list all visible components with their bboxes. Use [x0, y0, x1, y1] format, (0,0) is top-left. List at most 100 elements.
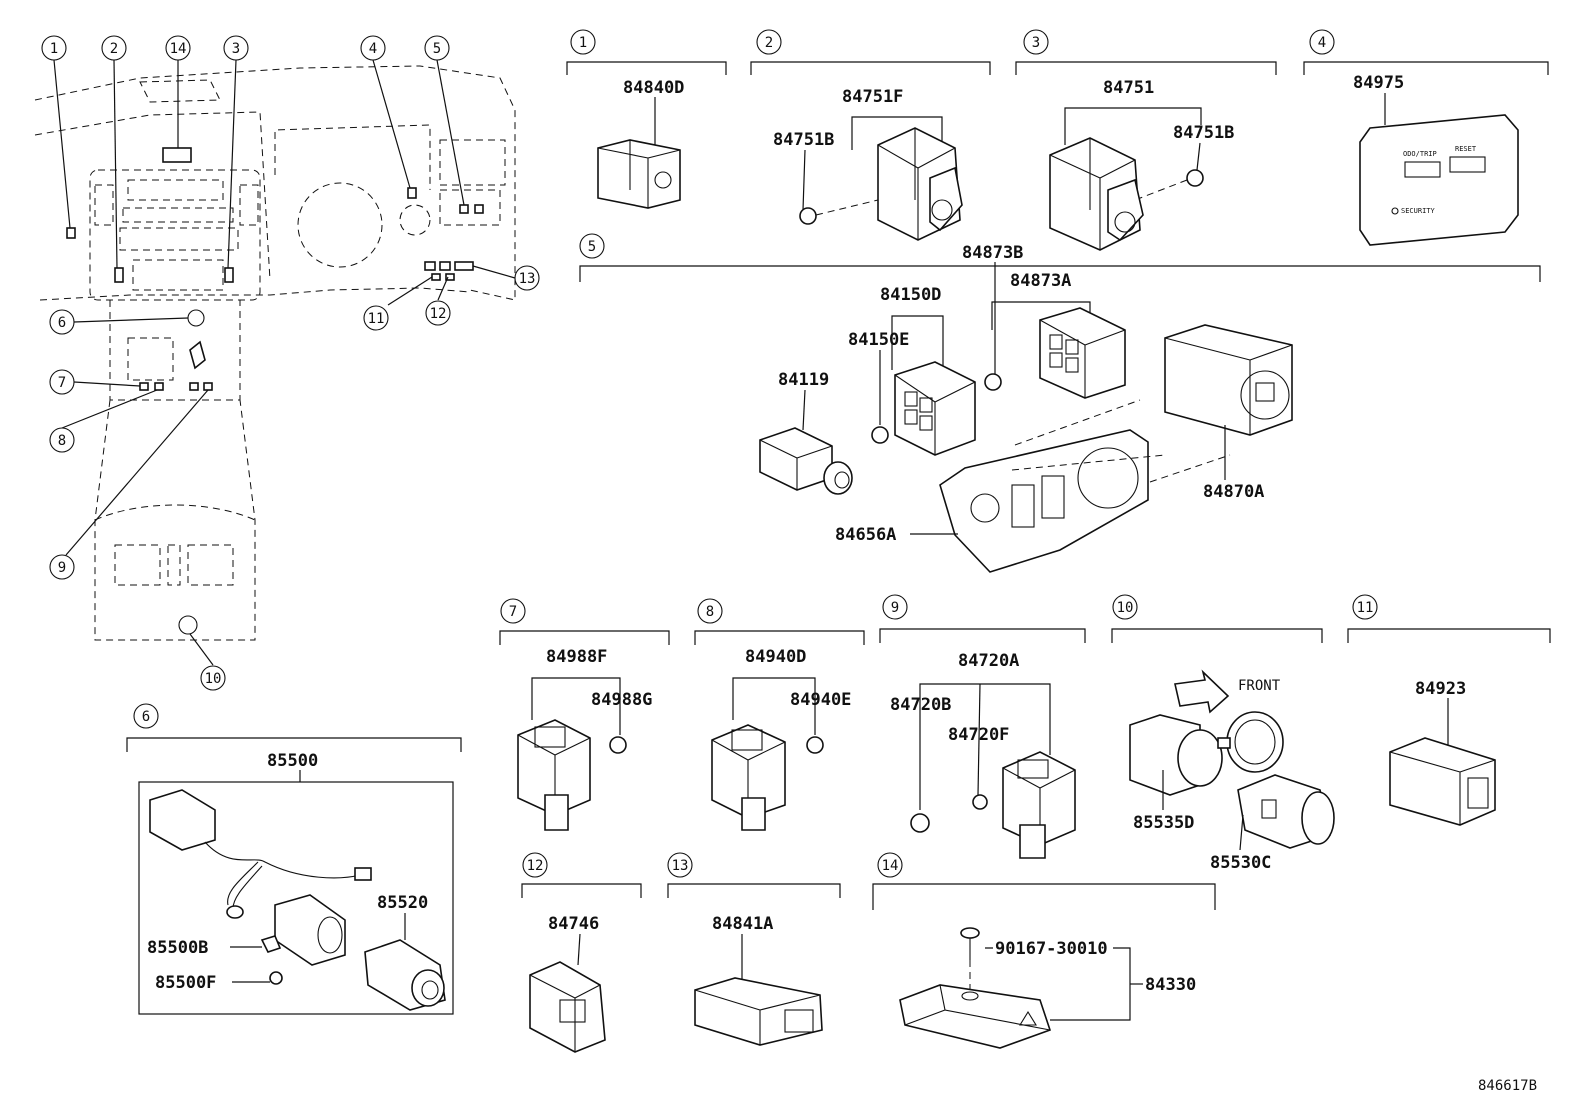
- socket-85535D: [1129, 711, 1284, 796]
- label-10: 10: [205, 671, 222, 687]
- group-11: 11 84923: [1347, 594, 1551, 826]
- security-panel-84975: ODO/TRIP RESET SECURITY: [1359, 114, 1519, 246]
- label-13: 13: [672, 858, 689, 874]
- label-3: 3: [1032, 35, 1040, 51]
- label-84873B-visible: 84873B: [962, 243, 1023, 263]
- group-2: 2 84751F 84751B: [750, 29, 991, 241]
- callout-10: 10: [200, 665, 226, 691]
- label-84940e: 84940E: [790, 690, 851, 710]
- label-14: 14: [170, 41, 187, 57]
- switch-84988F: [517, 719, 591, 831]
- callout-5: 5: [424, 35, 450, 61]
- group-4: 4 84975 ODO/TRIP RESET SECURITY: [1303, 29, 1549, 246]
- switch-84870A: [1164, 324, 1293, 436]
- group-12: 12 84746: [521, 852, 642, 1053]
- group-14: 14 90167-30010 84330: [872, 852, 1216, 1049]
- group-9: 9 84720A 84720B 84720F: [879, 594, 1086, 859]
- label-85500f: 85500F: [155, 973, 216, 993]
- label-11: 11: [368, 311, 385, 327]
- callout-8: 8: [49, 427, 75, 453]
- label-security: SECURITY: [1401, 207, 1436, 215]
- switch-84720A: [1002, 751, 1076, 859]
- label-84720f: 84720F: [948, 725, 1009, 745]
- switch-84923: [1389, 737, 1496, 826]
- label-84751: 84751: [1103, 78, 1154, 98]
- label-84988g: 84988G: [591, 690, 652, 710]
- label-11: 11: [1357, 600, 1374, 616]
- label-7: 7: [58, 375, 66, 391]
- label-85520: 85520: [377, 893, 428, 913]
- label-84923: 84923: [1415, 679, 1466, 699]
- label-84751f: 84751F: [842, 87, 903, 107]
- label-84330: 84330: [1145, 975, 1196, 995]
- lighter-85520: [364, 939, 446, 1011]
- label-84656a: 84656A: [835, 525, 896, 545]
- label-84720b: 84720B: [890, 695, 951, 715]
- switch-84150D: [894, 361, 976, 456]
- front-label: FRONT: [1238, 678, 1281, 694]
- label-7: 7: [509, 604, 517, 620]
- label-14: 14: [882, 858, 899, 874]
- label-90167-30010: 90167-30010: [995, 939, 1108, 959]
- drawing-id: 846617B: [1478, 1078, 1537, 1094]
- label-3: 3: [232, 41, 240, 57]
- label-84150d: 84150D: [880, 285, 941, 305]
- group-5: 5 84150D 84873A 84150E 84873B 84119: [579, 233, 1541, 573]
- label-84975: 84975: [1353, 73, 1404, 93]
- callout-2: 2: [101, 35, 127, 61]
- switch-84873A: [1039, 307, 1126, 399]
- label-6: 6: [142, 709, 150, 725]
- switch-84940D: [711, 724, 786, 831]
- switch-84751: [1049, 137, 1144, 251]
- callout-13: 13: [514, 265, 540, 291]
- callout-4: 4: [360, 35, 386, 61]
- switch-84751F: [877, 127, 963, 241]
- group-6: 6 85500 85520 85500B 85500F: [126, 703, 462, 1015]
- socket-85530C: [1237, 774, 1335, 849]
- label-1: 1: [50, 41, 58, 57]
- group-10: 10 FRONT 85535D 85530C: [1111, 594, 1335, 873]
- dashboard-overview: 1 2 14 3 4 5 6 7 8 9 10 11 12 13: [34, 35, 540, 691]
- callout-11: 11: [363, 305, 389, 331]
- label-85530c: 85530C: [1210, 853, 1271, 873]
- switch-84840D: [597, 139, 681, 209]
- label-1: 1: [579, 35, 587, 51]
- switch-84841A: [694, 977, 823, 1046]
- callout-6: 6: [49, 309, 75, 335]
- label-84119: 84119: [778, 370, 829, 390]
- label-84751b: 84751B: [1173, 123, 1234, 143]
- label-84940d: 84940D: [745, 647, 806, 667]
- label-84746: 84746: [548, 914, 599, 934]
- bezel-84656A: [939, 429, 1149, 573]
- group-13: 13 84841A: [667, 852, 841, 1046]
- label-84840d: 84840D: [623, 78, 684, 98]
- label-2: 2: [765, 35, 773, 51]
- callout-12: 12: [425, 300, 451, 326]
- switch-84119: [759, 427, 853, 495]
- label-84841a: 84841A: [712, 914, 773, 934]
- label-odo-trip: ODO/TRIP: [1403, 150, 1437, 158]
- switch-84746: [529, 961, 606, 1053]
- screw-90167-30010: [960, 927, 980, 992]
- label-9: 9: [891, 600, 899, 616]
- front-arrow: [1174, 669, 1230, 714]
- group-3: 3 84751 84751B: [1015, 29, 1277, 251]
- callout-14: 14: [165, 35, 191, 61]
- group-7: 7 84988F 84988G: [499, 598, 670, 831]
- callout-1: 1: [41, 35, 67, 61]
- label-8: 8: [58, 433, 66, 449]
- label-9: 9: [58, 560, 66, 576]
- label-4: 4: [1318, 35, 1326, 51]
- label-2: 2: [110, 41, 118, 57]
- label-84873a: 84873A: [1010, 271, 1071, 291]
- label-5: 5: [588, 239, 596, 255]
- label-4: 4: [369, 41, 377, 57]
- label-85535d: 85535D: [1133, 813, 1194, 833]
- connector-85500: [149, 789, 372, 966]
- label-6: 6: [58, 315, 66, 331]
- label-85500b: 85500B: [147, 938, 208, 958]
- label-85500: 85500: [267, 751, 318, 771]
- panel-84330: [899, 984, 1052, 1049]
- callout-9: 9: [49, 554, 75, 580]
